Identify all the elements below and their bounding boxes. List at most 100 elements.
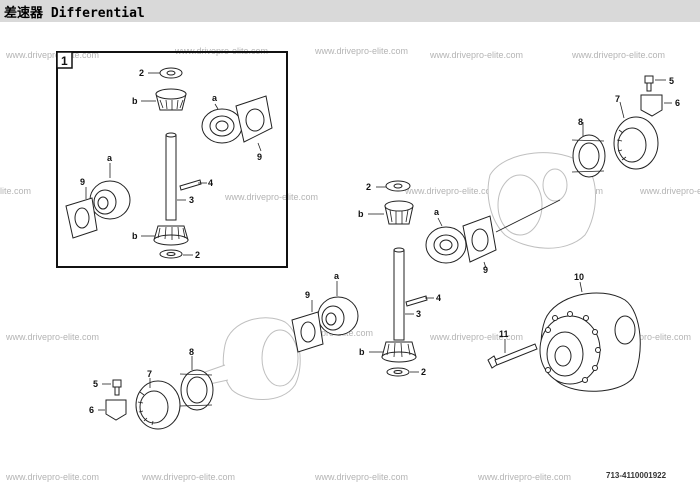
callout-b: b xyxy=(358,209,364,219)
bolt-hole xyxy=(545,367,551,373)
ghost-case-hub xyxy=(542,168,568,202)
callout-9: 9 xyxy=(483,265,488,275)
watermark: www.drivepro-elite.com xyxy=(429,50,523,60)
callout-3: 3 xyxy=(189,195,194,205)
callout-b: b xyxy=(132,96,138,106)
callout-4: 4 xyxy=(208,178,213,188)
side-gear-bore xyxy=(215,120,229,132)
watermark: www.drivepro-elite.com xyxy=(597,332,691,342)
callout-10: 10 xyxy=(574,272,584,282)
watermark: www.drivepro-elite.com xyxy=(314,472,408,482)
cross-shaft xyxy=(165,134,177,221)
bearing-inner-race xyxy=(186,376,208,404)
callout-5: 5 xyxy=(669,76,674,86)
watermark: www.drivepro-elite.com xyxy=(5,50,99,60)
bolt-hole xyxy=(567,311,573,317)
ghost-case-flange xyxy=(497,174,543,236)
watermark: www.drivepro-elite.com xyxy=(477,472,571,482)
side-gear-bore xyxy=(325,312,337,326)
lock-plate xyxy=(105,399,127,421)
gear-teeth xyxy=(159,99,184,110)
bolt-shank xyxy=(646,82,652,92)
lock-bolt xyxy=(644,75,654,84)
nut-notches xyxy=(137,391,154,426)
leader-line xyxy=(257,142,262,152)
washer-bore xyxy=(300,321,316,343)
watermark: www.drivepro-elite.com xyxy=(314,46,408,56)
bolt-hole xyxy=(592,329,598,335)
bearing-inner-race xyxy=(578,142,600,170)
callout-7: 7 xyxy=(147,369,152,379)
inset-label-box xyxy=(56,51,73,69)
leader-line xyxy=(619,101,625,119)
watermark: www.drivepro-elite.com xyxy=(571,50,665,60)
watermark: www.drivepro-elite.com xyxy=(404,186,498,196)
lock-bolt xyxy=(112,379,122,388)
callout-3: 3 xyxy=(416,309,421,319)
callout-9: 9 xyxy=(305,290,310,300)
lock-pin xyxy=(405,295,428,307)
bearing-rollers xyxy=(179,373,213,407)
case-side-hub xyxy=(614,315,636,345)
leader-line xyxy=(437,217,443,227)
nut-notches xyxy=(616,129,627,161)
page-title: 差速器 Differential xyxy=(4,6,145,21)
left-assembly: a 9 8 7 5 6 xyxy=(89,271,359,430)
adjusting-nut-bore xyxy=(139,390,169,424)
document-number: 713-4110001922 xyxy=(606,471,667,480)
callout-2: 2 xyxy=(421,367,426,377)
callout-a: a xyxy=(212,93,218,103)
callout-8: 8 xyxy=(189,347,194,357)
callout-4: 4 xyxy=(436,293,441,303)
callout-2: 2 xyxy=(195,250,200,260)
bolt-hole xyxy=(595,347,601,353)
leader-line xyxy=(579,281,583,293)
title-bar: 差速器 Differential xyxy=(0,0,700,22)
pinion-gear-face xyxy=(153,234,189,246)
callout-a: a xyxy=(434,207,440,217)
washer-hole xyxy=(166,70,176,76)
callout-a: a xyxy=(107,153,113,163)
callout-9: 9 xyxy=(80,177,85,187)
inset-detail: 1 2 b a 9 3 4 a xyxy=(56,51,288,268)
side-gear-bore xyxy=(97,196,109,210)
pinion-gear-face xyxy=(155,88,187,100)
cross-shaft xyxy=(393,249,405,341)
lock-plate xyxy=(640,94,663,117)
washer-hole xyxy=(393,183,403,189)
bolt-shank xyxy=(114,386,120,396)
callout-b: b xyxy=(359,347,365,357)
bearing-rollers xyxy=(571,139,605,173)
watermark: www.drivepro-elite.com xyxy=(141,472,235,482)
watermark: www.drivepro-elite.com xyxy=(5,472,99,482)
pinion-gear-face xyxy=(381,351,417,363)
adjusting-nut-bore xyxy=(617,127,647,163)
pinion-gear-face xyxy=(384,200,414,212)
callout-7: 7 xyxy=(615,94,620,104)
gear-teeth xyxy=(386,342,411,358)
callout-9: 9 xyxy=(257,152,262,162)
watermark: www.drivepro-elite.com xyxy=(639,186,700,196)
case-bolt-shank xyxy=(494,343,538,366)
ghost-case-flange xyxy=(261,329,299,387)
leader-line xyxy=(483,261,487,269)
callout-5: 5 xyxy=(93,379,98,389)
case-bore xyxy=(554,345,572,367)
watermark: www.drivepro-elite.com xyxy=(0,186,31,196)
watermark: www.drivepro-elite.com xyxy=(429,332,523,342)
lock-pin xyxy=(179,179,202,191)
watermark: www.drivepro-elite.com xyxy=(224,192,318,202)
bolt-hole xyxy=(583,315,589,321)
bolt-hole xyxy=(582,377,588,383)
main-assembly: 2 b a 9 3 4 b xyxy=(358,152,596,377)
watermarks: www.drivepro-elite.com www.drivepro-elit… xyxy=(0,46,700,482)
washer-hole xyxy=(166,252,176,256)
inset-border xyxy=(56,51,288,268)
washer-bore xyxy=(245,108,265,132)
washer-bore xyxy=(471,228,489,252)
callout-6: 6 xyxy=(675,98,680,108)
side-gear-bore xyxy=(439,239,453,251)
inset-label: 1 xyxy=(61,54,68,68)
callout-b: b xyxy=(132,231,138,241)
bolt-hole xyxy=(592,365,598,371)
